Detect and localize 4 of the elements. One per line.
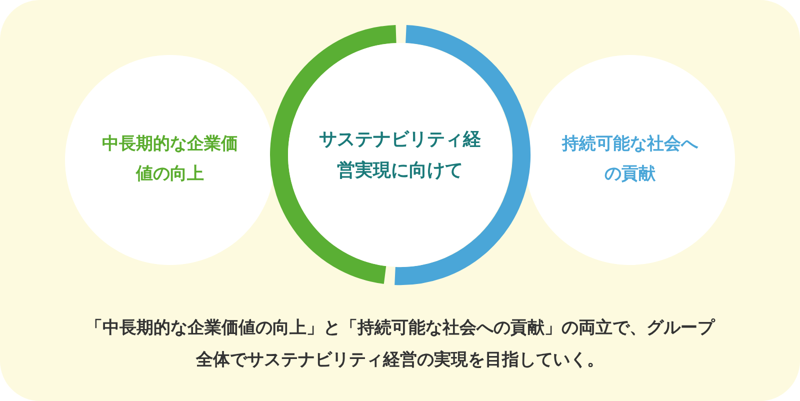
circle-label: 持続可能な社会への貢献 <box>560 133 700 186</box>
circle-label: 中長期的な企業価値の向上 <box>101 133 239 186</box>
caption: 「中長期的な企業価値の向上」と「持続可能な社会への貢献」の両立で、グループ全体でサステナビリティ経営の実現を目指していく。 <box>84 317 716 372</box>
circle-label: サステナビリティ経営実現に向けて <box>318 128 482 183</box>
